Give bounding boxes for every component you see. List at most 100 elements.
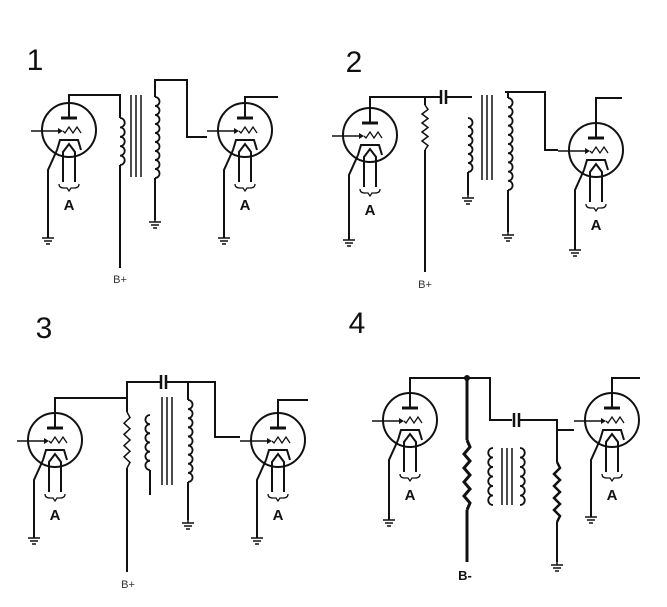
panel-number: 2 <box>346 46 363 79</box>
wire <box>599 429 625 441</box>
coil-icon <box>507 97 514 191</box>
grid <box>363 130 383 140</box>
winding <box>507 97 514 191</box>
filament-label: A <box>64 197 75 214</box>
grid <box>238 125 258 135</box>
grid-arrow <box>601 418 606 424</box>
panel-number: 4 <box>349 307 366 340</box>
grid-arrow <box>359 133 364 139</box>
ground-icon <box>462 194 474 205</box>
filament-brace <box>399 473 421 483</box>
filament-brace <box>234 183 256 193</box>
coil-icon <box>467 117 474 173</box>
wire <box>595 97 622 123</box>
wire <box>33 459 44 538</box>
wire <box>420 104 430 151</box>
wire <box>62 142 76 182</box>
winding <box>187 399 194 483</box>
ground-icon <box>569 246 581 257</box>
filament-label: A <box>591 217 602 234</box>
grid-arrow <box>267 438 272 444</box>
wire <box>574 169 585 250</box>
wire <box>348 154 359 240</box>
grid <box>605 415 625 425</box>
wire <box>265 449 291 461</box>
wire <box>47 149 58 238</box>
resistor-icon <box>122 411 132 469</box>
resistor-icon <box>420 104 430 151</box>
vacuum-tube-icon: A <box>574 392 640 524</box>
wire <box>256 459 267 538</box>
grid <box>48 435 68 445</box>
wire <box>238 142 252 182</box>
ground-icon <box>551 561 563 572</box>
panel-4: 4A A B- <box>349 307 640 583</box>
winding <box>154 96 161 179</box>
wire <box>409 377 512 421</box>
filament-label: A <box>405 487 416 504</box>
panel-number: 3 <box>36 312 53 345</box>
ground-icon <box>149 218 161 229</box>
ground-icon <box>502 231 514 242</box>
wire <box>505 91 558 151</box>
wire <box>56 139 82 151</box>
winding <box>519 447 526 506</box>
wire <box>68 94 121 118</box>
transformer-core <box>501 448 513 505</box>
grid <box>403 415 423 425</box>
transformer-core <box>130 95 142 177</box>
filament-brace <box>601 473 623 483</box>
wire <box>232 139 258 151</box>
ground-icon <box>585 513 597 524</box>
coil-icon <box>144 414 151 471</box>
resistor-icon <box>462 439 472 511</box>
ground-icon <box>343 236 355 247</box>
filament-brace <box>58 183 80 193</box>
grid-arrow <box>58 128 63 134</box>
wire <box>357 144 383 156</box>
wire <box>122 411 132 469</box>
winding <box>467 117 474 173</box>
coil-icon <box>154 96 161 179</box>
vacuum-tube-icon: A <box>207 102 273 245</box>
coil-icon <box>487 447 494 506</box>
ground-icon <box>218 234 230 245</box>
wire <box>277 399 308 413</box>
ground-icon <box>42 234 54 245</box>
coil-icon <box>187 399 194 483</box>
ground-icon <box>28 534 40 545</box>
wire <box>223 149 234 238</box>
filament-brace <box>585 203 607 213</box>
wire <box>403 432 417 472</box>
wire <box>611 377 640 393</box>
supply-label: B- <box>458 568 472 583</box>
wire <box>54 381 161 413</box>
grid <box>589 145 609 155</box>
filament-brace <box>267 493 289 503</box>
wire <box>271 452 285 492</box>
wire <box>462 439 472 511</box>
capacitor-icon <box>512 413 521 427</box>
wire <box>42 449 68 461</box>
grid-arrow <box>44 438 49 444</box>
filament-brace <box>359 188 381 198</box>
panel-number: 1 <box>27 44 44 77</box>
vacuum-tube-icon: A <box>31 102 97 245</box>
filament-label: A <box>365 202 376 219</box>
filament-label: A <box>50 507 61 524</box>
vacuum-tube-icon: A <box>558 122 624 257</box>
wire <box>397 429 423 441</box>
winding <box>119 117 126 166</box>
ground-icon <box>251 534 263 545</box>
filament-label: A <box>607 487 618 504</box>
coil-icon <box>519 447 526 506</box>
grid-arrow <box>585 148 590 154</box>
ground-icon <box>383 516 395 527</box>
winding <box>487 447 494 506</box>
wire <box>583 159 609 171</box>
wire <box>166 381 240 438</box>
